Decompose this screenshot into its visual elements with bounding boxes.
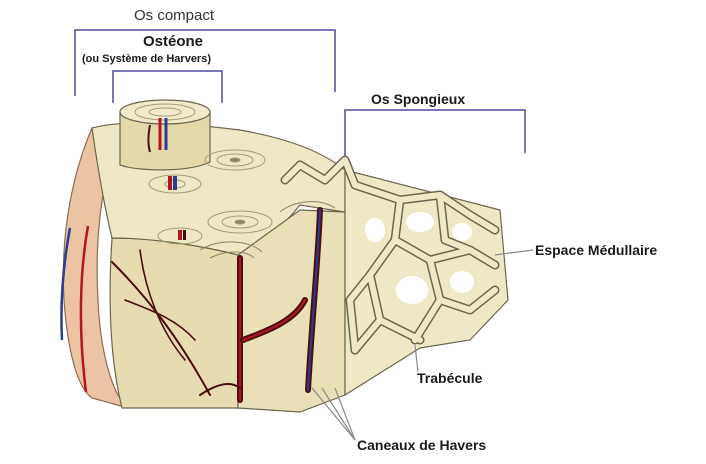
label-os-compact: Os compact [134, 7, 214, 24]
label-osteone: Ostéone [143, 33, 203, 50]
label-osteone-sub: (ou Système de Harvers) [82, 53, 211, 65]
osteon-cylinder [120, 100, 210, 170]
label-canaux-havers: Caneaux de Havers [357, 437, 486, 453]
label-espace-medullaire: Espace Médullaire [535, 242, 657, 258]
bracket-os-spongieux [345, 110, 525, 158]
label-trabecule: Trabécule [417, 370, 482, 386]
label-os-spongieux: Os Spongieux [371, 91, 465, 107]
bracket-osteone [113, 71, 222, 103]
